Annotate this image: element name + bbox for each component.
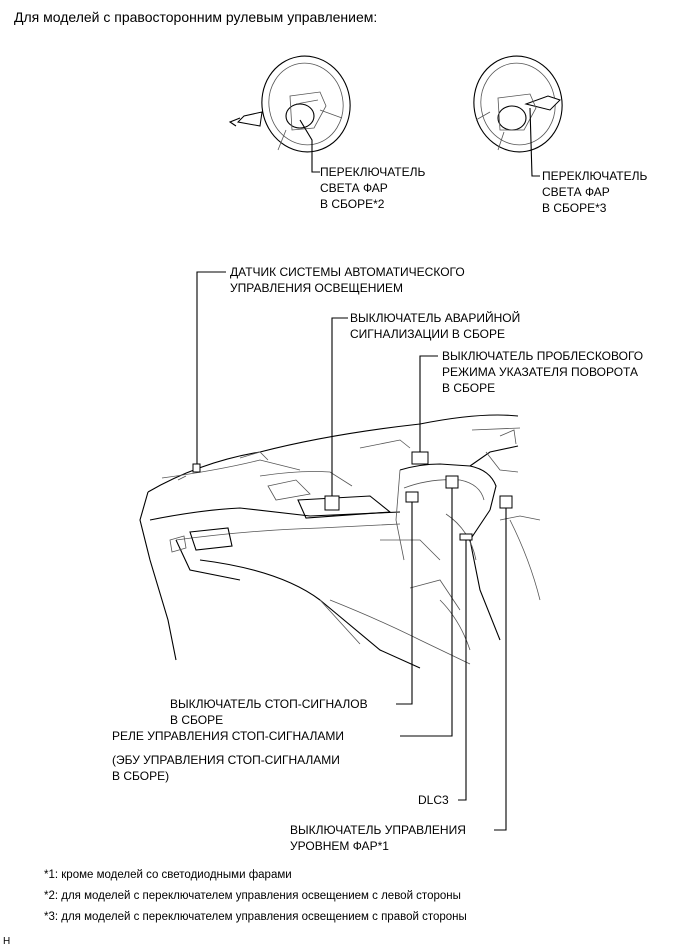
page-title: Для моделей с правосторонним рулевым упр… [14, 9, 378, 25]
stop-lamp-relay-part [445, 475, 459, 489]
headlight-switch-2-label: ПЕРЕКЛЮЧАТЕЛЬ СВЕТА ФАР В СБОРЕ*2 [320, 165, 426, 211]
dlc3-part [459, 533, 473, 541]
footnote-1: *1: кроме моделей со светодиодными фарам… [44, 869, 292, 881]
dlc3-label: DLC3 [418, 793, 449, 807]
stop-lamp-switch-label: ВЫКЛЮЧАТЕЛЬ СТОП-СИГНАЛОВ В СБОРЕ [170, 697, 368, 727]
stop-lamp-switch-part [405, 491, 419, 503]
leveling-switch-label: ВЫКЛЮЧАТЕЛЬ УПРАВЛЕНИЯ УРОВНЕМ ФАР*1 [290, 823, 466, 853]
turn-flasher-switch-label: ВЫКЛЮЧАТЕЛЬ ПРОБЛЕСКОВОГО РЕЖИМА УКАЗАТЕ… [442, 349, 644, 395]
leveling-switch-part [499, 495, 513, 509]
steering-wheel-left-illustration [228, 55, 351, 153]
stop-lamp-relay-label: РЕЛЕ УПРАВЛЕНИЯ СТОП-СИГНАЛАМИ [112, 729, 344, 743]
instrument-panel-illustration [139, 414, 541, 669]
turn-flasher-switch-part [411, 451, 429, 465]
auto-light-sensor-label: ДАТЧИК СИСТЕМЫ АВТОМАТИЧЕСКОГО УПРАВЛЕНИ… [230, 265, 465, 295]
footnote-2: *2: для моделей с переключателем управле… [44, 890, 461, 902]
footnote-3: *3: для моделей с переключателем управле… [44, 911, 467, 923]
headlight-switch-3-label: ПЕРЕКЛЮЧАТЕЛЬ СВЕТА ФАР В СБОРЕ*3 [542, 169, 648, 215]
steering-wheel-right-illustration [473, 55, 563, 153]
corner-code: H [3, 936, 11, 947]
hazard-switch-label: ВЫКЛЮЧАТЕЛЬ АВАРИЙНОЙ СИГНАЛИЗАЦИИ В СБО… [350, 311, 521, 341]
stop-lamp-ecu-label: (ЭБУ УПРАВЛЕНИЯ СТОП-СИГНАЛАМИ В СБОРЕ) [112, 753, 340, 783]
auto-light-sensor-part [192, 463, 201, 473]
hazard-switch-part [324, 495, 340, 511]
